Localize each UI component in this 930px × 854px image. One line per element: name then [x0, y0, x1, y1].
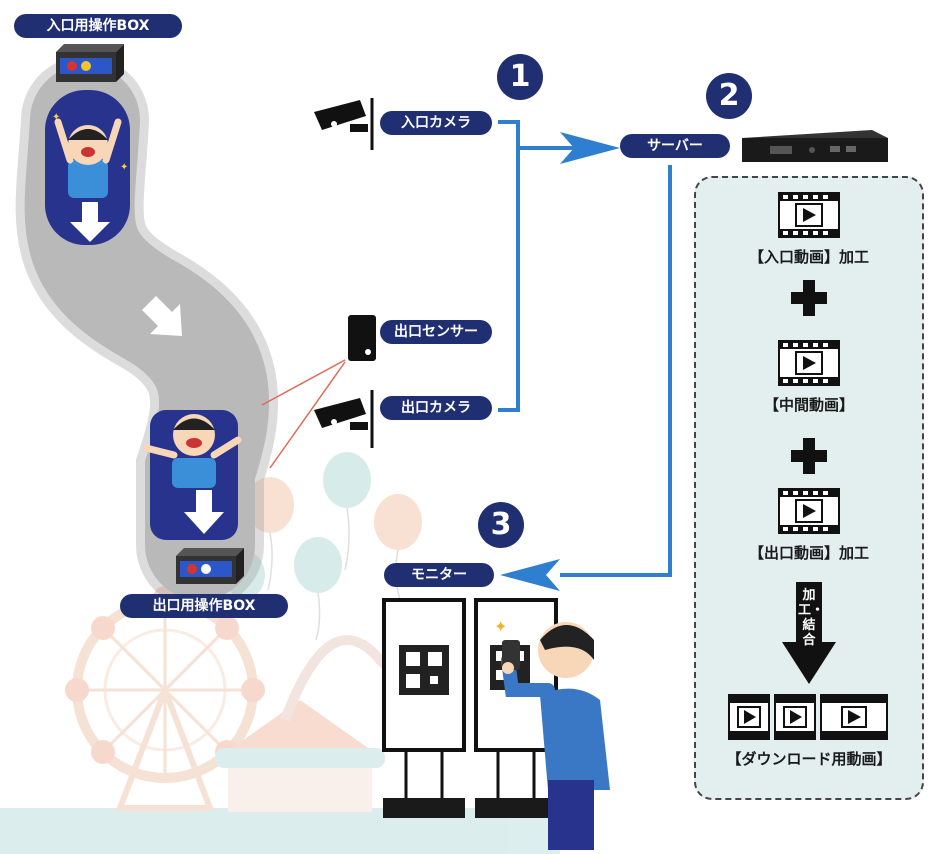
entrance-video-film-icon — [778, 192, 840, 238]
sensor-beam — [261, 359, 346, 406]
exit-sensor-device — [348, 315, 376, 361]
kid-entrance-illustration: ✦ ✦ — [52, 112, 128, 198]
data-flow-lines — [498, 120, 672, 577]
monitor-label: モニター — [384, 563, 494, 587]
exit-camera-device — [314, 390, 374, 448]
exit-video-film-icon — [778, 488, 840, 534]
sensor-beam — [269, 361, 346, 469]
plus-icon — [791, 280, 827, 316]
svg-text:✦: ✦ — [52, 112, 60, 123]
step-number-1: 1 — [497, 54, 543, 100]
carousel-tent — [215, 700, 385, 812]
exit-sensor-label: 出口センサー — [380, 320, 492, 344]
svg-text:✦: ✦ — [120, 162, 128, 173]
middle-video-label: 【中間動画】 — [763, 396, 854, 414]
arrow-to-server — [560, 132, 620, 164]
entrance-camera-label: 入口カメラ — [380, 111, 492, 135]
server-label: サーバー — [620, 134, 730, 158]
person-with-phone — [501, 622, 610, 850]
step-number-2: 2 — [706, 73, 752, 119]
entrance-video-label: 【入口動画】加工 — [748, 248, 869, 266]
download-video-label: 【ダウンロード用動画】 — [726, 750, 892, 768]
exit-box-device — [176, 548, 244, 584]
process-down-arrow — [782, 582, 836, 684]
amusement-park-background — [0, 452, 560, 854]
process-label: 加工・結合 — [798, 588, 825, 648]
monitor-left — [382, 598, 466, 818]
svg-text:✦: ✦ — [494, 617, 507, 636]
server-device — [742, 130, 888, 162]
arrow-to-monitor — [500, 559, 560, 591]
slide-direction-arrows — [70, 202, 224, 534]
entrance-box-label: 入口用操作BOX — [14, 14, 182, 38]
video-processing-panel: 【入口動画】加工 【中間動画】 【出口動画】加工 加工・結合 — [694, 176, 924, 800]
download-video-film-icons — [728, 694, 888, 740]
entrance-camera-device — [314, 98, 374, 150]
plus-icon — [791, 438, 827, 474]
exit-camera-label: 出口カメラ — [380, 396, 492, 420]
kid-exit-illustration — [142, 414, 242, 488]
exit-video-label: 【出口動画】加工 — [748, 544, 869, 562]
entrance-box-device — [56, 44, 124, 82]
exit-box-label: 出口用操作BOX — [120, 594, 288, 618]
step-number-3: 3 — [478, 502, 524, 548]
middle-video-film-icon — [778, 340, 840, 386]
